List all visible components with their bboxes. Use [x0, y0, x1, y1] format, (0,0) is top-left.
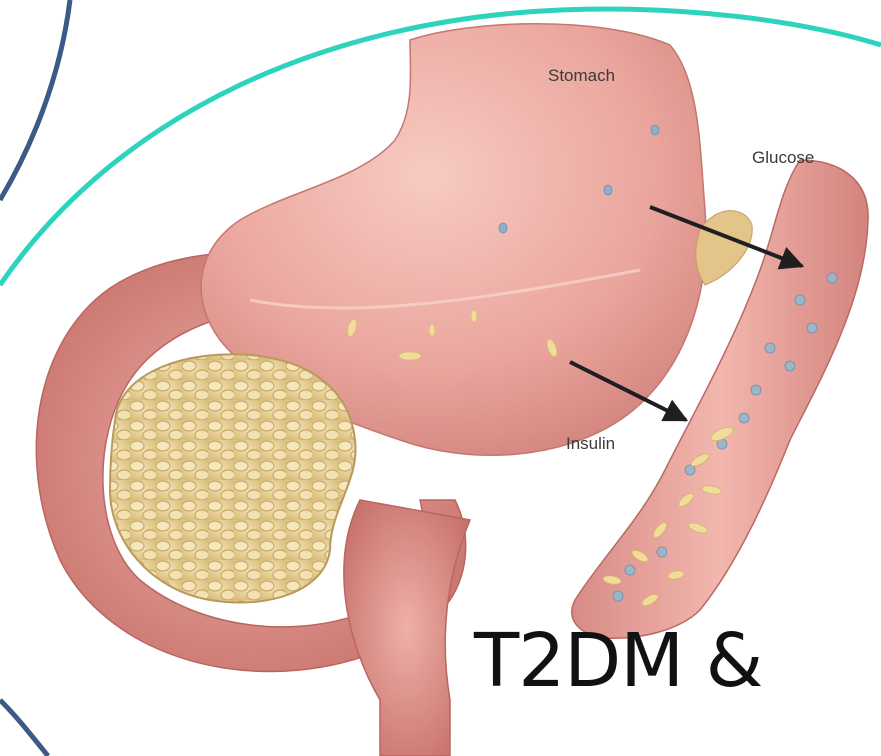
insulin-grain	[429, 324, 435, 336]
insulin-grain	[399, 352, 421, 360]
navy-frame-arc	[0, 0, 70, 200]
glucose-dot	[765, 343, 775, 353]
slide-title: T2DM &	[474, 618, 762, 704]
glucose-dot	[807, 323, 817, 333]
glucose-dot	[739, 413, 749, 423]
stomach-label: Stomach	[548, 66, 615, 86]
glucose-dot	[604, 185, 612, 195]
glucose-dot	[625, 565, 635, 575]
glucose-dot	[613, 591, 623, 601]
glucose-label: Glucose	[752, 148, 814, 168]
glucose-dot	[651, 125, 659, 135]
glucose-dot	[657, 547, 667, 557]
glucose-dot	[751, 385, 761, 395]
insulin-grain	[471, 310, 477, 322]
glucose-dot	[685, 465, 695, 475]
glucose-dot	[785, 361, 795, 371]
intestine-tube	[344, 500, 470, 756]
insulin-label: Insulin	[566, 434, 615, 454]
glucose-dot	[795, 295, 805, 305]
glucose-dot	[827, 273, 837, 283]
navy-frame-arc-lower	[0, 700, 48, 756]
pancreas	[110, 354, 356, 602]
glucose-dot	[499, 223, 507, 233]
